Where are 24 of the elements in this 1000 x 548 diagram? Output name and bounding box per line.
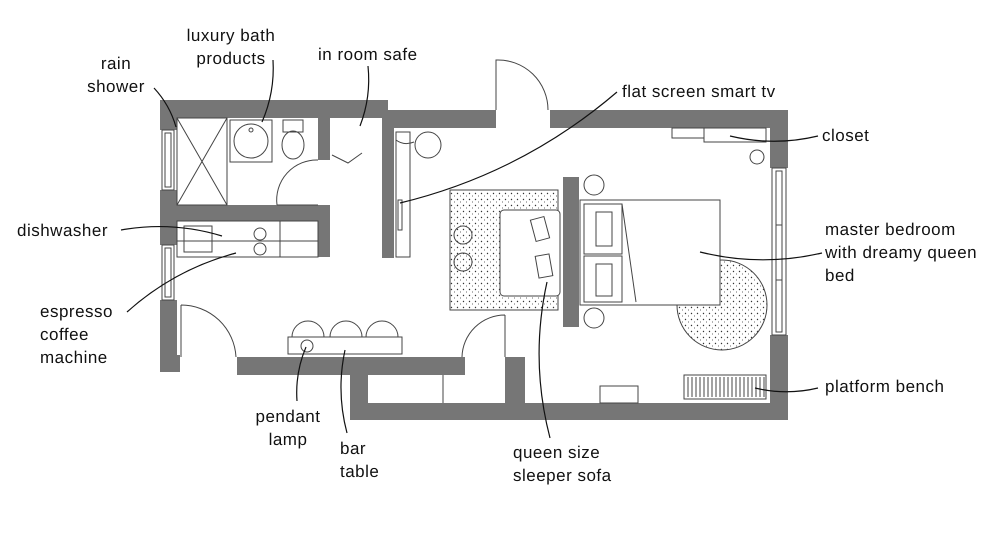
callout-label: queen size sleeper sofa bbox=[513, 441, 633, 487]
leader-line bbox=[700, 251, 822, 260]
leader-line bbox=[154, 88, 177, 128]
leader-line bbox=[261, 60, 274, 122]
callout-label: in room safe bbox=[318, 43, 448, 66]
leader-line bbox=[538, 282, 551, 438]
callout-label: platform bench bbox=[825, 375, 975, 398]
leader-line bbox=[340, 350, 348, 434]
callout-label: master bedroom with dreamy queen bed bbox=[825, 218, 985, 287]
callout-label: bar table bbox=[340, 437, 390, 483]
callout-label: flat screen smart tv bbox=[622, 80, 812, 103]
leader-line bbox=[296, 346, 307, 402]
callout-label: rain shower bbox=[80, 52, 152, 98]
leader-line bbox=[120, 226, 222, 237]
leader-line bbox=[126, 252, 236, 312]
callout-label: luxury bath products bbox=[176, 24, 286, 70]
callout-label: dishwasher bbox=[17, 219, 127, 242]
callout-label: espresso coffee machine bbox=[40, 300, 132, 369]
callout-label: pendant lamp bbox=[248, 405, 328, 451]
leader-line bbox=[400, 92, 618, 204]
leader-line bbox=[730, 135, 818, 142]
leader-line bbox=[754, 387, 818, 392]
leader-line bbox=[359, 66, 370, 126]
callout-label: closet bbox=[822, 124, 902, 147]
